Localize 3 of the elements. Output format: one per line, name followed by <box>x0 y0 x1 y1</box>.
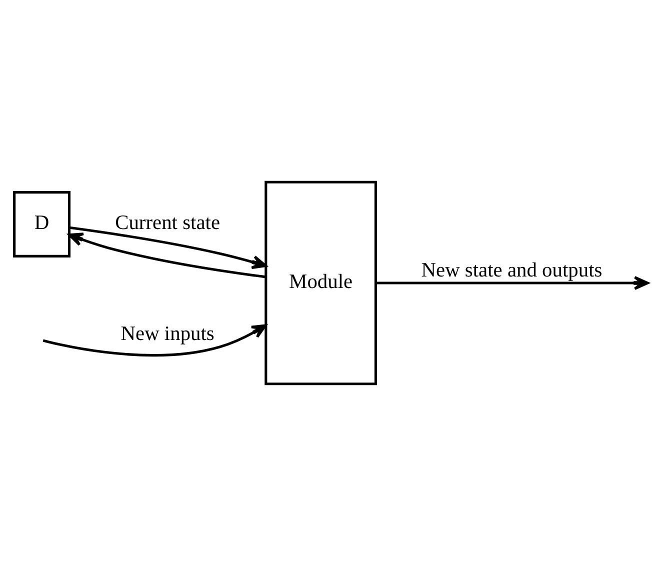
edge-label: New state and outputs <box>421 258 602 281</box>
edge-label: Current state <box>115 212 220 234</box>
edge-label: New inputs <box>120 322 214 345</box>
